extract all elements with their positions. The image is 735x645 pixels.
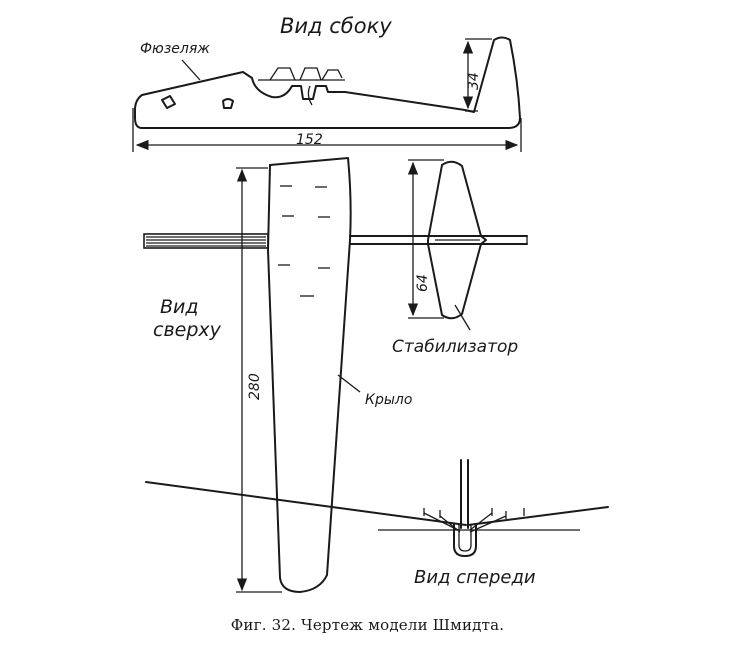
- fuselage-cutout-rear: [222, 98, 234, 109]
- stabilizer-label: Стабилизатор: [392, 337, 518, 357]
- wing-label-group: Крыло: [337, 374, 412, 408]
- wing-span-dimension: 280: [236, 167, 282, 593]
- wing-top-view: [267, 157, 352, 593]
- figure-caption: Фиг. 32. Чертеж модели Шмидта.: [230, 616, 505, 634]
- fuselage-label: Фюзеляж: [140, 41, 210, 57]
- side-view-title: Вид сбоку: [280, 14, 392, 38]
- fuselage-top-view: [143, 233, 528, 249]
- fin-height-dimension: 34: [462, 38, 492, 112]
- wing-label: Крыло: [365, 392, 412, 408]
- top-view-title-line1: Вид: [160, 296, 199, 318]
- total-length-value: 152: [296, 132, 323, 148]
- stabilizer-span-value: 64: [415, 274, 431, 292]
- fuselage-label-group: Фюзеляж: [140, 41, 210, 81]
- wing-leader-line: [337, 374, 361, 393]
- fuselage-side-view: [134, 36, 521, 129]
- fuselage-cutout-front: [161, 95, 176, 109]
- stabilizer-span-dimension: 64: [407, 159, 444, 319]
- fuselage-leader-line: [181, 59, 201, 81]
- front-view-title: Вид спереди: [414, 567, 536, 588]
- front-view: [145, 459, 609, 557]
- stabilizer-top-view: [427, 160, 487, 320]
- wing-span-value: 280: [247, 373, 263, 400]
- top-view-title-line2: сверху: [153, 319, 222, 341]
- total-length-dimension: 152: [132, 108, 522, 152]
- stabilizer-leader-line: [454, 304, 471, 331]
- stabilizer-label-group: Стабилизатор: [392, 304, 518, 357]
- fin-height-value: 34: [466, 72, 482, 90]
